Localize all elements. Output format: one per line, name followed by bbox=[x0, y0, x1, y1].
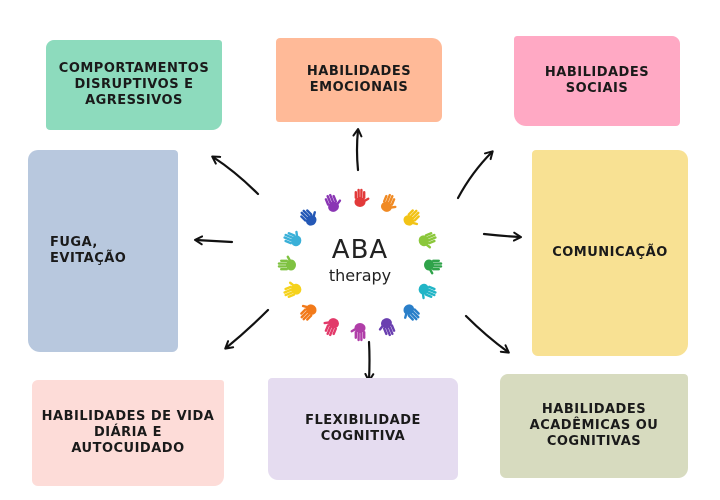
card-comportamentos: COMPORTAMENTOS DISRUPTIVOS E AGRESSIVOS bbox=[46, 40, 222, 130]
arrow-to-comportamentos bbox=[211, 155, 260, 196]
card-fuga-label: FUGA, EVITAÇÃO bbox=[50, 234, 127, 266]
arrow-to-academicas bbox=[464, 314, 510, 354]
hand-icon bbox=[378, 318, 396, 337]
logo-title: ABA bbox=[331, 235, 389, 265]
arrow-to-sociais bbox=[456, 150, 494, 200]
card-habilidades-academicas: HABILIDADES ACADÊMICAS OU COGNITIVAS bbox=[500, 374, 688, 478]
card-vida-diaria: HABILIDADES DE VIDA DIÁRIA E AUTOCUIDADO bbox=[32, 380, 224, 486]
hand-icon bbox=[424, 259, 443, 275]
hands-ring bbox=[277, 188, 443, 342]
card-comunicacao-label: COMUNICAÇÃO bbox=[552, 244, 668, 260]
hand-icon bbox=[403, 304, 420, 321]
card-emocionais-label: HABILIDADES EMOCIONAIS bbox=[306, 63, 412, 95]
hand-icon bbox=[283, 281, 302, 298]
hand-icon bbox=[350, 323, 366, 342]
hand-icon bbox=[277, 255, 296, 271]
aba-therapy-logo: ABA therapy bbox=[270, 180, 450, 350]
hand-icon bbox=[324, 193, 342, 212]
hand-icon bbox=[381, 193, 397, 212]
hand-icon bbox=[418, 283, 437, 300]
hand-icon bbox=[354, 188, 370, 207]
card-fuga-evitacao: FUGA, EVITAÇÃO bbox=[28, 150, 178, 352]
hand-icon bbox=[283, 230, 302, 247]
arrow-to-fuga bbox=[194, 235, 234, 246]
hand-icon bbox=[403, 209, 420, 226]
card-flexibilidade-cognitiva: FLEXIBILIDADE COGNITIVA bbox=[268, 378, 458, 480]
hand-icon bbox=[300, 304, 317, 321]
card-habilidades-sociais: HABILIDADES SOCIAIS bbox=[514, 36, 680, 126]
arrow-to-comunicacao bbox=[482, 231, 522, 242]
card-habilidades-emocionais: HABILIDADES EMOCIONAIS bbox=[276, 38, 442, 122]
logo-subtitle: therapy bbox=[328, 266, 392, 285]
card-comunicacao: COMUNICAÇÃO bbox=[532, 150, 688, 356]
card-flexibilidade-label: FLEXIBILIDADE COGNITIVA bbox=[305, 412, 421, 444]
arrow-to-vida bbox=[224, 308, 270, 350]
card-sociais-label: HABILIDADES SOCIAIS bbox=[544, 64, 650, 96]
arrow-to-emocionais bbox=[352, 128, 363, 172]
card-vida-label: HABILIDADES DE VIDA DIÁRIA E AUTOCUIDADO bbox=[41, 408, 215, 457]
arrow-to-flexibilidade bbox=[364, 340, 375, 382]
card-comportamentos-label: COMPORTAMENTOS DISRUPTIVOS E AGRESSIVOS bbox=[58, 60, 210, 109]
card-academicas-label: HABILIDADES ACADÊMICAS OU COGNITIVAS bbox=[529, 401, 659, 450]
hand-icon bbox=[300, 209, 317, 226]
hand-icon bbox=[323, 318, 339, 337]
hand-icon bbox=[418, 232, 437, 249]
